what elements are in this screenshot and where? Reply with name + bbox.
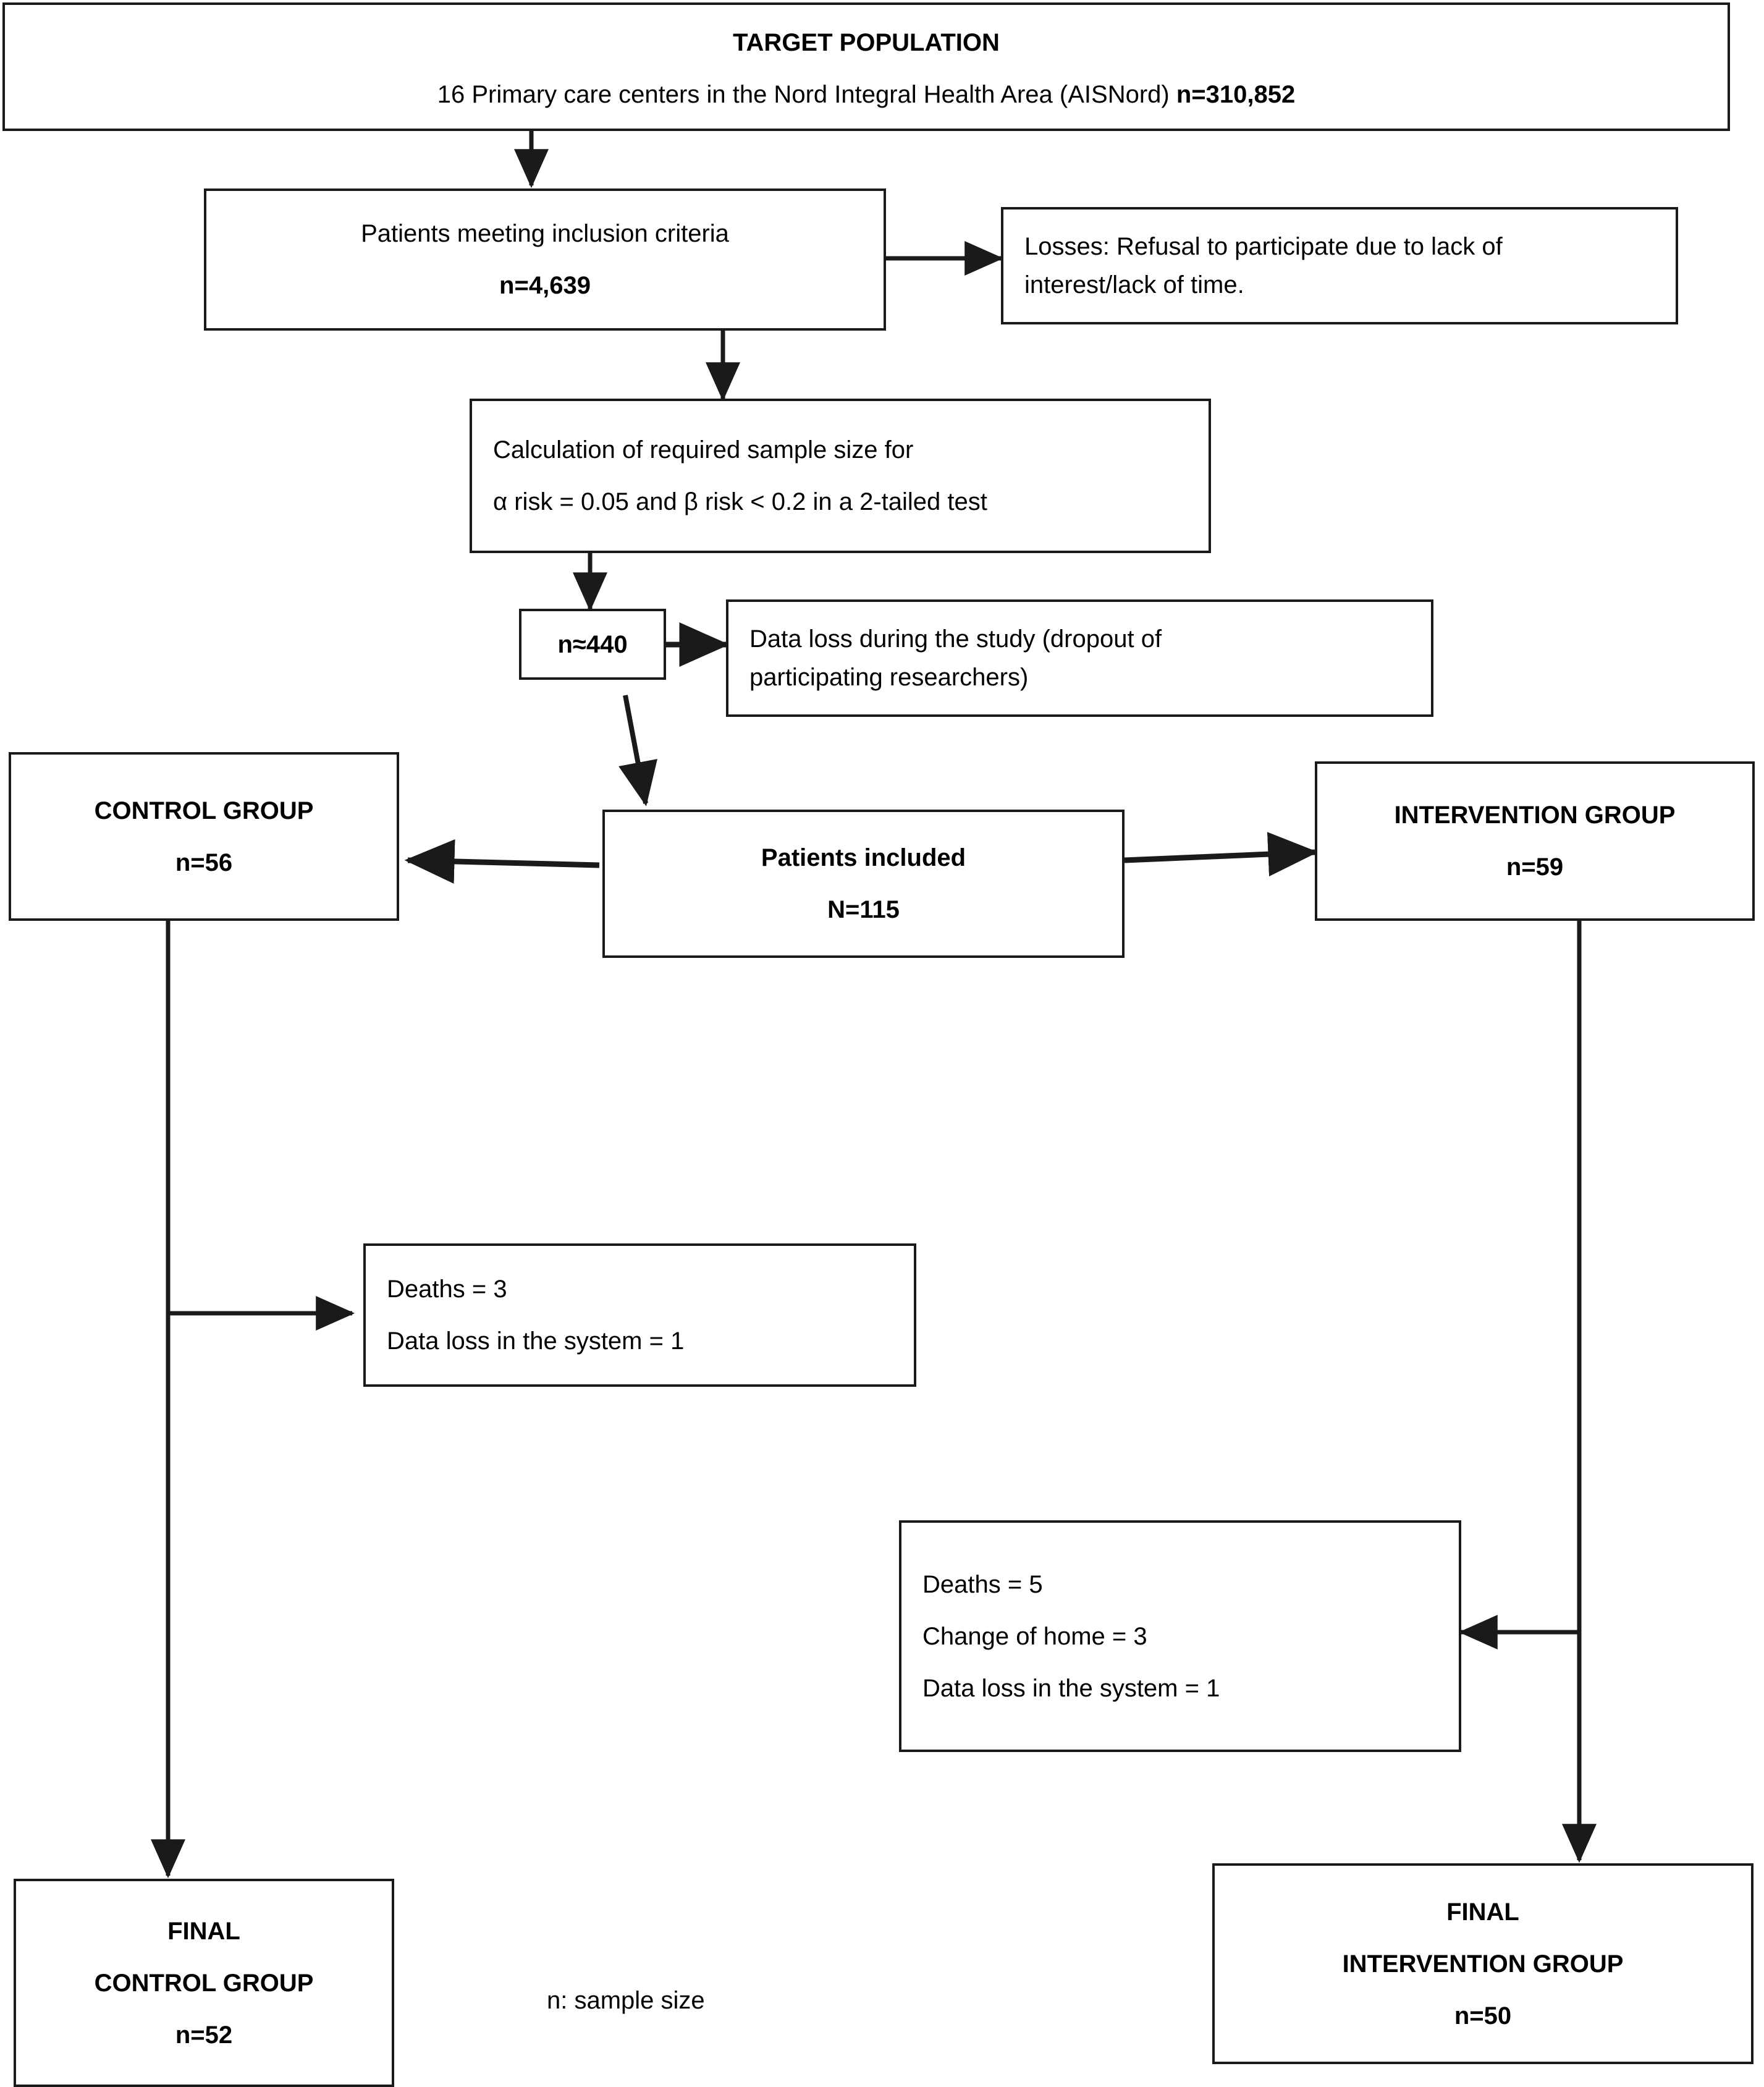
node-intervention-losses: Deaths = 5 Change of home = 3 Data loss … [899,1520,1461,1752]
control-losses-deaths: Deaths = 3 [387,1276,507,1303]
intervention-losses-change-of-home: Change of home = 3 [922,1622,1147,1650]
sample-size-line-1: Calculation of required sample size for [493,436,914,464]
node-estimated-sample-size: n≈440 [519,609,666,680]
estimated-sample-size-value: n≈440 [557,630,628,658]
losses-line-1: Losses: Refusal to participate due to la… [1024,233,1503,260]
final-intervention-n: n=50 [1454,2002,1512,2030]
node-final-control-group: FINAL CONTROL GROUP n=52 [14,1879,394,2087]
final-intervention-final-label: FINAL [1446,1898,1519,1926]
edge-estimatedn-to-patients [618,695,657,806]
final-control-final-label: FINAL [167,1917,240,1945]
node-final-intervention-group: FINAL INTERVENTION GROUP n=50 [1212,1863,1753,2064]
intervention-group-label: INTERVENTION GROUP [1394,802,1676,829]
inclusion-criteria-label: Patients meeting inclusion criteria [361,220,729,247]
legend-sample-size: n: sample size [547,1987,705,2014]
target-population-heading: TARGET POPULATION [733,29,1000,56]
node-control-group: CONTROL GROUP n=56 [9,752,399,921]
inclusion-criteria-n: n=4,639 [499,272,591,299]
final-control-group-label: CONTROL GROUP [94,1969,314,1997]
target-population-n: n=310,852 [1176,81,1296,108]
target-population-detail: 16 Primary care centers in the Nord Inte… [5,69,1728,121]
control-losses-data-loss: Data loss in the system = 1 [387,1327,685,1355]
node-losses: Losses: Refusal to participate due to la… [1001,207,1678,324]
intervention-losses-deaths: Deaths = 5 [922,1570,1043,1598]
control-group-label: CONTROL GROUP [94,797,314,824]
patients-included-n: N=115 [827,896,900,923]
control-group-n: n=56 [175,849,233,876]
intervention-group-n: n=59 [1506,853,1564,881]
node-inclusion-criteria: Patients meeting inclusion criteria n=4,… [204,188,886,331]
target-population-detail-text: 16 Primary care centers in the Nord Inte… [437,81,1176,108]
node-target-population: TARGET POPULATION 16 Primary care center… [2,2,1730,131]
sample-size-line-2: α risk = 0.05 and β risk < 0.2 in a 2-ta… [493,488,987,515]
final-intervention-group-label: INTERVENTION GROUP [1342,1950,1624,1978]
intervention-losses-data-loss: Data loss in the system = 1 [922,1674,1220,1702]
edge-patients-to-control [404,839,600,884]
node-intervention-group: INTERVENTION GROUP n=59 [1315,761,1755,921]
node-patients-included: Patients included N=115 [602,810,1125,958]
losses-line-2: interest/lack of time. [1024,271,1244,298]
node-sample-size-calculation: Calculation of required sample size for … [470,399,1211,553]
patients-included-label: Patients included [761,844,966,871]
node-control-losses: Deaths = 3 Data loss in the system = 1 [363,1243,916,1387]
final-control-n: n=52 [175,2021,233,2049]
edge-patients-to-intervention [1124,832,1319,877]
data-loss-study-line-1: Data loss during the study (dropout of [749,625,1162,653]
data-loss-study-line-2: participating researchers) [749,664,1029,691]
node-data-loss-study: Data loss during the study (dropout of p… [726,599,1433,717]
